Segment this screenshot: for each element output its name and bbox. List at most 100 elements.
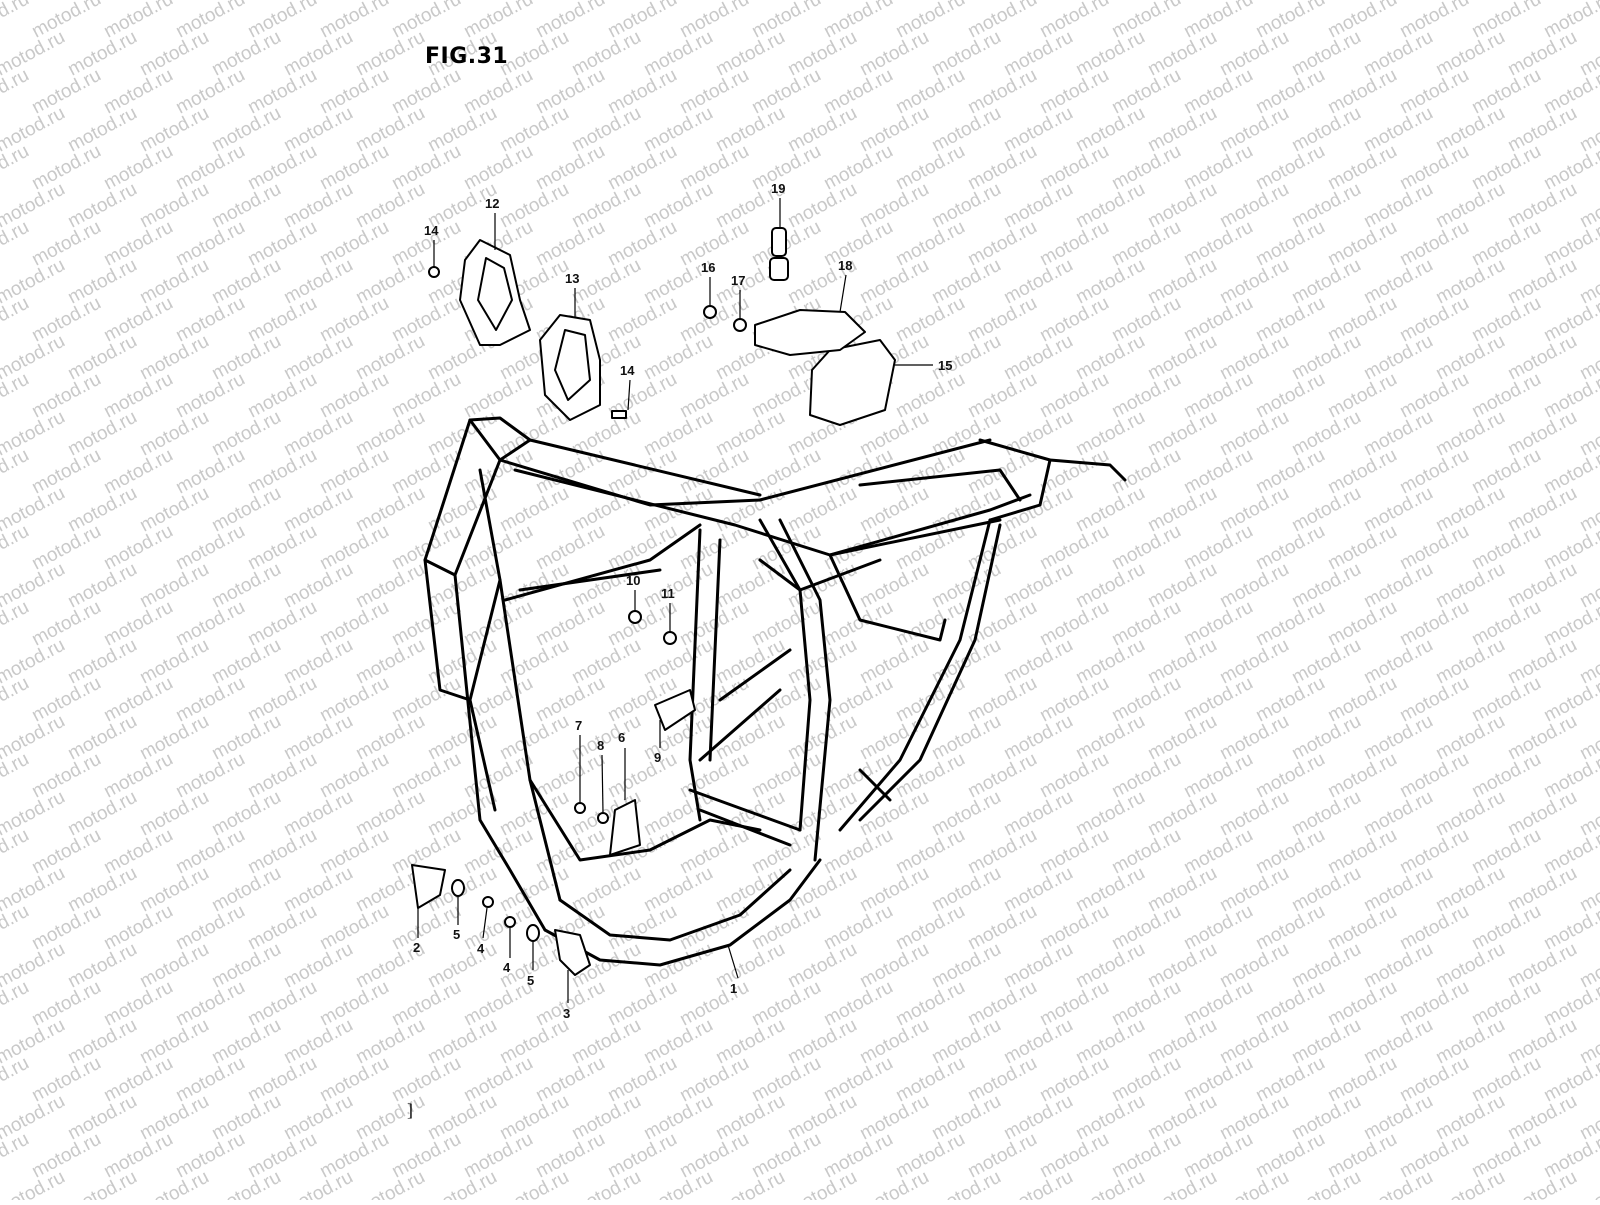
watermark-text: motod.ru bbox=[1288, 103, 1364, 157]
callout-16: 16 bbox=[701, 260, 715, 275]
callout-10: 10 bbox=[626, 573, 640, 588]
watermark-text: motod.ru bbox=[136, 255, 212, 309]
watermark-text: motod.ru bbox=[568, 255, 644, 309]
watermark-text: motod.ru bbox=[1288, 483, 1364, 537]
watermark-text: motod.ru bbox=[352, 407, 428, 461]
watermark-text: motod.ru bbox=[1144, 255, 1220, 309]
watermark-text: motod.ru bbox=[1324, 977, 1400, 1031]
watermark-text: motod.ru bbox=[1432, 407, 1508, 461]
watermark-text: motod.ru bbox=[1216, 407, 1292, 461]
watermark-text: motod.ru bbox=[28, 217, 104, 271]
watermark-text: motod.ru bbox=[1504, 255, 1580, 309]
watermark-text: motod.ru bbox=[748, 749, 824, 803]
watermark-text: motod.ru bbox=[316, 445, 392, 499]
watermark-text: motod.ru bbox=[1180, 293, 1256, 347]
watermark-text: motod.ru bbox=[424, 103, 500, 157]
watermark-text: motod.ru bbox=[1396, 597, 1472, 651]
watermark-text: motod.ru bbox=[1288, 939, 1364, 993]
watermark-text: motod.ru bbox=[1360, 711, 1436, 765]
watermark-text: motod.ru bbox=[244, 1053, 320, 1107]
watermark-text: motod.ru bbox=[640, 1091, 716, 1145]
watermark-text: motod.ru bbox=[1360, 27, 1436, 81]
watermark-text: motod.ru bbox=[388, 1053, 464, 1107]
watermark-text: motod.ru bbox=[64, 787, 140, 841]
watermark-text: motod.ru bbox=[1144, 939, 1220, 993]
watermark-text: motod.ru bbox=[1000, 1015, 1076, 1069]
watermark-text: motod.ru bbox=[1216, 559, 1292, 613]
watermark-text: motod.ru bbox=[1468, 217, 1544, 271]
watermark-text: motod.ru bbox=[1360, 331, 1436, 385]
watermark-text: motod.ru bbox=[244, 217, 320, 271]
watermark-text: motod.ru bbox=[28, 901, 104, 955]
watermark-text: motod.ru bbox=[1036, 293, 1112, 347]
part-4-bolt-left bbox=[482, 896, 494, 908]
watermark-text: motod.ru bbox=[568, 179, 644, 233]
watermark-text: motod.ru bbox=[820, 1053, 896, 1107]
watermark-text: motod.ru bbox=[1072, 1015, 1148, 1069]
watermark-text: motod.ru bbox=[100, 901, 176, 955]
watermark-text: motod.ru bbox=[1216, 1015, 1292, 1069]
watermark-text: motod.ru bbox=[856, 179, 932, 233]
watermark-text: motod.ru bbox=[208, 407, 284, 461]
watermark-text: motod.ru bbox=[1144, 407, 1220, 461]
watermark-text: motod.ru bbox=[388, 749, 464, 803]
watermark-text: motod.ru bbox=[352, 559, 428, 613]
watermark-text: motod.ru bbox=[1396, 65, 1472, 119]
watermark-text: motod.ru bbox=[280, 1091, 356, 1145]
callout-9: 9 bbox=[654, 750, 661, 765]
watermark-text: motod.ru bbox=[1504, 863, 1580, 917]
watermark-text: motod.ru bbox=[460, 901, 536, 955]
watermark-text: motod.ru bbox=[1396, 217, 1472, 271]
watermark-text: motod.ru bbox=[1324, 825, 1400, 879]
watermark-text: motod.ru bbox=[856, 863, 932, 917]
watermark-text: motod.ru bbox=[640, 863, 716, 917]
watermark-text: motod.ru bbox=[1288, 1015, 1364, 1069]
watermark-text: motod.ru bbox=[1108, 749, 1184, 803]
watermark-text: motod.ru bbox=[640, 559, 716, 613]
watermark-text: motod.ru bbox=[352, 635, 428, 689]
callout-19: 19 bbox=[771, 181, 785, 196]
watermark-text: motod.ru bbox=[1108, 217, 1184, 271]
watermark-text: motod.ru bbox=[208, 1091, 284, 1145]
watermark-text: motod.ru bbox=[280, 939, 356, 993]
watermark-text: motod.ru bbox=[28, 597, 104, 651]
watermark-text: motod.ru bbox=[820, 977, 896, 1031]
watermark-text: motod.ru bbox=[1252, 1053, 1328, 1107]
watermark-text: motod.ru bbox=[784, 635, 860, 689]
watermark-text: motod.ru bbox=[1504, 1091, 1580, 1145]
watermark-text: motod.ru bbox=[1216, 331, 1292, 385]
watermark-text: motod.ru bbox=[1108, 597, 1184, 651]
watermark-text: motod.ru bbox=[1252, 977, 1328, 1031]
watermark-text: motod.ru bbox=[0, 0, 33, 42]
watermark-text: motod.ru bbox=[1324, 901, 1400, 955]
watermark-text: motod.ru bbox=[316, 65, 392, 119]
callout-5-left: 5 bbox=[453, 927, 460, 942]
watermark-text: motod.ru bbox=[388, 141, 464, 195]
watermark-text: motod.ru bbox=[1432, 331, 1508, 385]
watermark-text: motod.ru bbox=[1072, 559, 1148, 613]
watermark-text: motod.ru bbox=[64, 255, 140, 309]
watermark-text: motod.ru bbox=[892, 597, 968, 651]
watermark-text: motod.ru bbox=[1072, 635, 1148, 689]
watermark-text: motod.ru bbox=[460, 1053, 536, 1107]
watermark-text: motod.ru bbox=[676, 901, 752, 955]
watermark-text: motod.ru bbox=[496, 103, 572, 157]
watermark-text: motod.ru bbox=[1324, 141, 1400, 195]
watermark-text: motod.ru bbox=[208, 103, 284, 157]
watermark-text: motod.ru bbox=[136, 331, 212, 385]
watermark-text: motod.ru bbox=[136, 863, 212, 917]
part-5-washer-right bbox=[526, 924, 540, 942]
watermark-text: motod.ru bbox=[928, 1015, 1004, 1069]
watermark-text: motod.ru bbox=[748, 977, 824, 1031]
watermark-text: motod.ru bbox=[1108, 977, 1184, 1031]
watermark-text: motod.ru bbox=[604, 1129, 680, 1183]
watermark-text: motod.ru bbox=[1360, 787, 1436, 841]
watermark-text: motod.ru bbox=[64, 483, 140, 537]
part-12-side-plate bbox=[459, 239, 531, 346]
watermark-text: motod.ru bbox=[892, 369, 968, 423]
watermark-text: motod.ru bbox=[1288, 1091, 1364, 1145]
callout-13: 13 bbox=[565, 271, 579, 286]
watermark-text: motod.ru bbox=[316, 1053, 392, 1107]
watermark-text: motod.ru bbox=[100, 1053, 176, 1107]
